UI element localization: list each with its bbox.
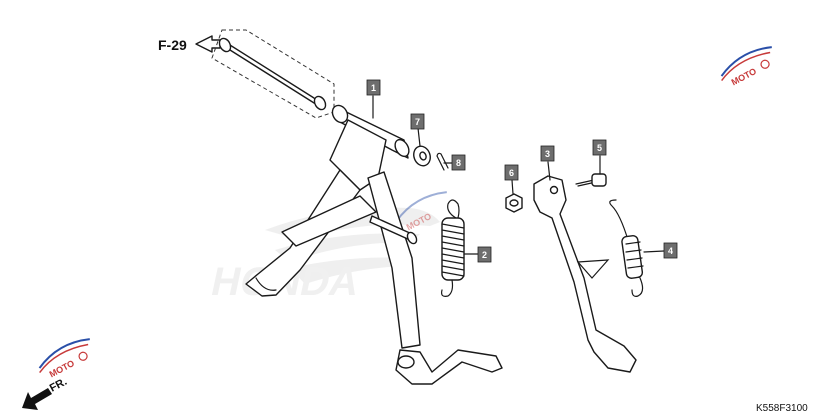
- cotter-pin[interactable]: [436, 152, 449, 171]
- side-stand-spring[interactable]: [609, 199, 644, 297]
- callout-box: [451, 154, 466, 171]
- spring-coils: [621, 235, 644, 279]
- callout-number: 1: [371, 83, 376, 93]
- callout-side-stand-spring[interactable]: 4: [663, 242, 678, 259]
- callout-number: 4: [668, 246, 673, 256]
- callout-washer[interactable]: 7: [410, 113, 425, 130]
- callout-side-stand-pivot-bolt[interactable]: 5: [592, 139, 607, 156]
- pivot-shaft: [218, 37, 327, 111]
- swoosh-icon: [720, 46, 772, 77]
- callout-number: 7: [415, 117, 420, 127]
- moto-logo-top-right: MOTO: [720, 46, 772, 87]
- reference-label: F-29: [158, 37, 187, 53]
- arrow-down-left-icon: [22, 388, 52, 410]
- main-stand[interactable]: [245, 103, 503, 385]
- main-stand-spring[interactable]: [441, 199, 465, 297]
- moto-logo-text: MOTO: [730, 66, 758, 87]
- callout-box: [592, 139, 607, 156]
- callout-lock-nut[interactable]: 6: [504, 164, 519, 181]
- callout-box: [410, 113, 425, 130]
- callout-number: 5: [597, 143, 602, 153]
- swoosh-icon: [38, 338, 90, 369]
- reference-f29[interactable]: F-29: [158, 35, 221, 53]
- callout-number: 6: [509, 168, 514, 178]
- spring-coils: [441, 217, 465, 281]
- washer[interactable]: [411, 144, 433, 168]
- leader-lines: [372, 95, 665, 255]
- callout-side-stand-bar[interactable]: 3: [540, 145, 555, 162]
- callout-box: [540, 145, 555, 162]
- callout-box: [366, 79, 381, 96]
- callout-box: [477, 246, 492, 263]
- callout-main-stand[interactable]: 1: [366, 79, 381, 96]
- arrow-left-icon: [195, 35, 221, 53]
- callout-cotter-pin[interactable]: 8: [451, 154, 466, 171]
- callout-main-stand-spring[interactable]: 2: [477, 246, 492, 263]
- callout-number: 3: [545, 149, 550, 159]
- lock-nut[interactable]: [505, 193, 523, 213]
- front-direction-indicator: FR.: [22, 376, 69, 410]
- diagram-code: K558F3100: [756, 403, 808, 414]
- moto-logo-left: MOTO: [38, 338, 90, 379]
- side-stand-bar[interactable]: [533, 175, 637, 373]
- callout-number: 2: [482, 250, 487, 260]
- side-stand-pivot-bolt[interactable]: [575, 173, 607, 187]
- callouts: 1 2 3 4 5 6 7 8: [366, 79, 678, 263]
- callout-number: 8: [456, 158, 461, 168]
- callout-box: [504, 164, 519, 181]
- callout-box: [663, 242, 678, 259]
